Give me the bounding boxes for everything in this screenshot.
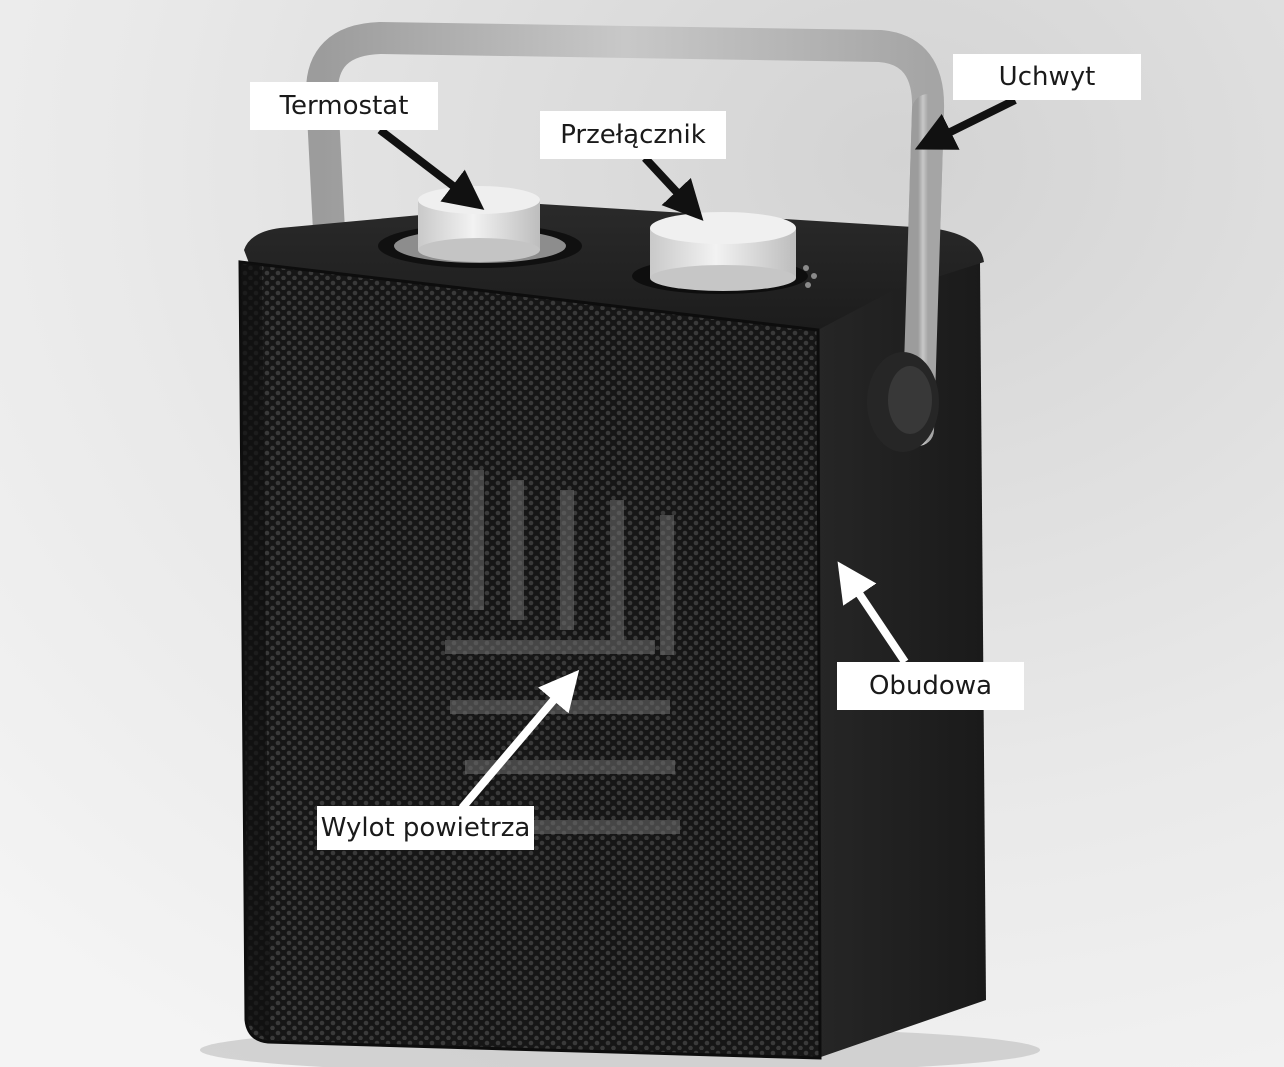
label-termostat: Termostat xyxy=(250,82,438,130)
front-grille xyxy=(238,260,822,1060)
label-uchwyt: Uchwyt xyxy=(953,54,1141,100)
handle xyxy=(305,22,945,446)
arrow-wylot xyxy=(458,669,580,811)
arrow-uchwyt xyxy=(914,96,1017,150)
arrow-przelacznik xyxy=(642,155,704,221)
label-przelacznik: Przełącznik xyxy=(540,111,726,159)
label-wylot-powietrza: Wylot powietrza xyxy=(317,806,534,850)
arrow-obudowa xyxy=(837,561,909,665)
arrow-termostat xyxy=(377,126,485,210)
switch-indicators xyxy=(803,265,817,288)
thermostat-knob xyxy=(378,186,582,268)
switch-knob xyxy=(632,212,808,294)
label-obudowa: Obudowa xyxy=(837,662,1024,710)
